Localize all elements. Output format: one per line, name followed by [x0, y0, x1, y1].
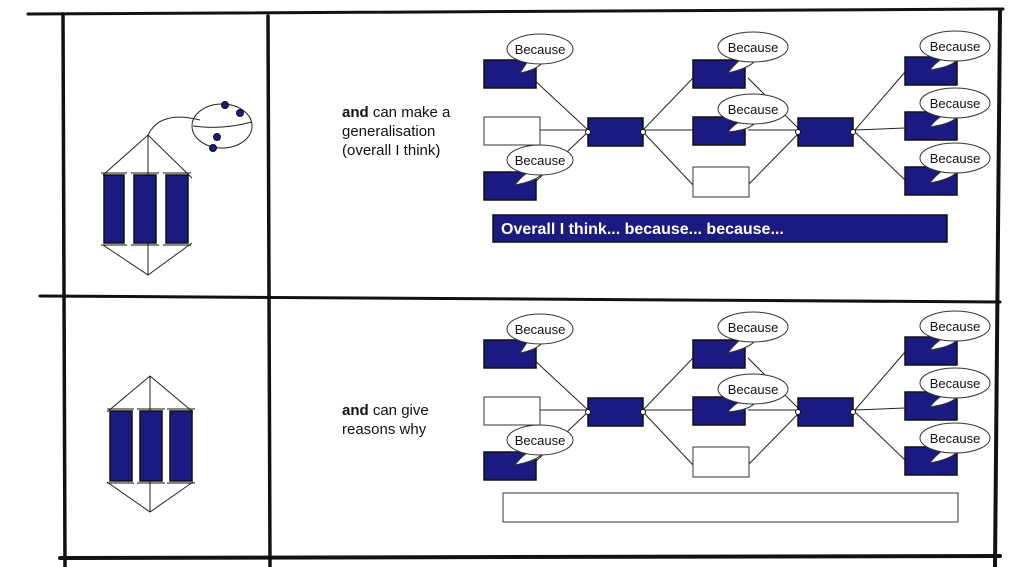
node-dots: [209, 101, 244, 152]
because-bubble: Because: [506, 313, 574, 354]
because-label: Because: [515, 433, 566, 448]
empty-reason-box: [692, 446, 750, 478]
reason-network-row1: BecauseBecauseBecauseBecauseBecauseBecau…: [483, 30, 991, 201]
row1-description: and can make a generalisation (overall I…: [342, 103, 450, 160]
because-bubble: Because: [717, 93, 789, 133]
because-label: Because: [515, 322, 566, 337]
because-label: Because: [930, 39, 981, 54]
reason-box: [692, 339, 746, 369]
hub-node: [585, 397, 646, 427]
because-label: Because: [728, 40, 779, 55]
summary-text: Overall I think... because... because...: [501, 221, 784, 238]
row2-description: and can give reasons why: [342, 401, 429, 439]
row1-stack: [101, 172, 191, 246]
because-bubble: Because: [919, 310, 991, 351]
reason-network-row2: BecauseBecauseBecauseBecauseBecauseBecau…: [483, 310, 991, 481]
table-frame: [26, 7, 1005, 567]
because-bubble: Because: [919, 367, 991, 408]
because-label: Because: [728, 320, 779, 335]
hub-node: [585, 117, 646, 147]
because-label: Because: [930, 319, 981, 334]
because-bubble: Because: [717, 373, 789, 413]
empty-reason-box: [483, 116, 541, 146]
bold-and: and: [342, 104, 369, 121]
because-bubble: Because: [919, 422, 991, 464]
because-label: Because: [515, 153, 566, 168]
text-line1: can give: [372, 402, 429, 419]
because-bubble: Because: [506, 424, 574, 466]
because-label: Because: [930, 96, 981, 111]
because-bubble: Because: [506, 144, 574, 186]
because-label: Because: [515, 42, 566, 57]
because-bubble: Because: [506, 33, 574, 74]
row1-icon: [101, 101, 253, 276]
summary-box-row2: [502, 492, 959, 523]
text-line2: generalisation: [342, 123, 436, 140]
hub-node: [795, 117, 856, 147]
empty-reason-box: [483, 396, 541, 426]
text-line1: can make a: [372, 104, 451, 121]
because-label: Because: [728, 382, 779, 397]
hub-node: [795, 397, 856, 427]
because-bubble: Because: [919, 30, 991, 71]
bold-and: and: [342, 402, 369, 419]
because-label: Because: [930, 151, 981, 166]
summary-bar-row1: Overall I think... because... because...: [492, 214, 948, 243]
text-line2: reasons why: [342, 421, 427, 438]
because-bubble: Because: [717, 311, 789, 354]
because-bubble: Because: [717, 31, 789, 74]
because-bubble: Because: [919, 87, 991, 128]
row2-icon: [106, 375, 195, 513]
text-line3: (overall I think): [342, 142, 441, 159]
empty-reason-box: [692, 166, 750, 198]
because-label: Because: [728, 102, 779, 117]
because-bubble: Because: [919, 142, 991, 184]
because-label: Because: [930, 431, 981, 446]
because-label: Because: [930, 376, 981, 391]
